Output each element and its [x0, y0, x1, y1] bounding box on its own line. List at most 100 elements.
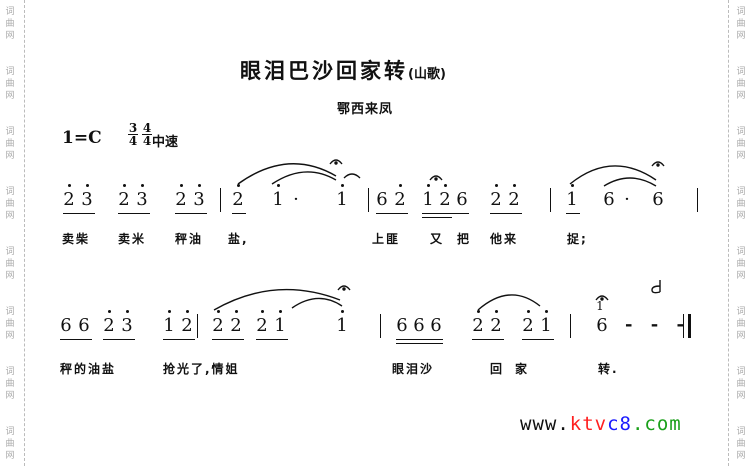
lyric: 抢光了,情姐 [163, 362, 240, 376]
right-watermark-strip: 词曲网词曲网词曲网词曲网词曲网词曲网词曲网词曲网 [728, 0, 750, 466]
side-watermark: 词曲网 [5, 67, 15, 101]
note: 1 [163, 310, 175, 336]
high-octave-dot [186, 310, 189, 313]
eighth-underline [472, 339, 504, 340]
note: 1 [274, 310, 286, 336]
note: 3 [81, 184, 93, 210]
eighth-underline [422, 213, 469, 214]
lyric: 把 [457, 232, 472, 246]
lyric: 眼泪沙 [392, 362, 435, 376]
wm-com: .com [631, 413, 682, 435]
note: 1 [336, 310, 348, 336]
key-signature: 1=C [62, 128, 102, 148]
barline [550, 188, 551, 212]
high-octave-dot [427, 184, 430, 187]
eighth-underline [522, 339, 554, 340]
barline [197, 314, 198, 338]
song-origin: 鄂西来凤 [337, 102, 394, 117]
song-title: 眼泪巴沙回家转(山歌) [240, 55, 446, 85]
high-octave-dot [141, 184, 144, 187]
title-genre: (山歌) [408, 67, 446, 82]
high-octave-dot [217, 310, 220, 313]
eighth-underline [232, 213, 246, 214]
high-octave-dot [444, 184, 447, 187]
slur [213, 288, 341, 311]
eighth-underline [256, 339, 288, 340]
note: · [293, 189, 299, 210]
breath-mark-icon [651, 280, 661, 294]
note: 6 [60, 315, 72, 336]
fermata-icon [429, 175, 443, 181]
eighth-underline [175, 213, 207, 214]
slur [569, 165, 657, 185]
barline [368, 188, 369, 212]
side-watermark: 词曲网 [736, 187, 746, 221]
wm-ktv: ktv [569, 413, 608, 435]
high-octave-dot [279, 310, 282, 313]
side-watermark: 词曲网 [5, 127, 15, 161]
barline [570, 314, 571, 338]
eighth-underline [103, 339, 135, 340]
high-octave-dot [168, 310, 171, 313]
eighth-underline [63, 213, 95, 214]
high-octave-dot [495, 184, 498, 187]
side-watermark: 词曲网 [736, 367, 746, 401]
ts-denominator: 4 [128, 134, 138, 148]
ts-numerator: 4 [142, 121, 152, 135]
high-octave-dot [527, 310, 530, 313]
note: · [624, 189, 630, 210]
note: 1 [272, 184, 284, 210]
note: 2 [118, 184, 130, 210]
wm-www: www. [520, 413, 570, 435]
side-watermark: 词曲网 [736, 67, 746, 101]
side-watermark: 词曲网 [5, 427, 15, 461]
side-watermark: 词曲网 [736, 307, 746, 341]
eighth-underline [490, 213, 522, 214]
note: 2 [230, 310, 242, 336]
lyric: 上匪 [372, 232, 401, 246]
sixteenth-underline [422, 217, 452, 218]
note: 2 [508, 184, 520, 210]
slur [477, 294, 541, 311]
high-octave-dot [123, 184, 126, 187]
note: 6 [430, 315, 442, 336]
high-octave-dot [571, 184, 574, 187]
side-watermark: 词曲网 [5, 247, 15, 281]
note: 2 [490, 184, 502, 210]
high-octave-dot [261, 310, 264, 313]
high-octave-dot [495, 310, 498, 313]
note: 2 [63, 184, 75, 210]
high-octave-dot [545, 310, 548, 313]
high-octave-dot [198, 184, 201, 187]
tie [343, 173, 361, 179]
grace-note: 1 [596, 299, 604, 313]
ts-numerator: 3 [128, 121, 138, 135]
note: 1 [540, 310, 552, 336]
note: 2 [232, 184, 244, 210]
lyric: 卖柴 [62, 232, 91, 246]
left-watermark-strip: 词曲网词曲网词曲网词曲网词曲网词曲网词曲网词曲网 [0, 0, 25, 466]
high-octave-dot [477, 310, 480, 313]
lyric: 秤油 [175, 232, 204, 246]
note: 3 [193, 184, 205, 210]
side-watermark: 词曲网 [5, 307, 15, 341]
lyric: 他来 [490, 232, 519, 246]
note: 2 [212, 310, 224, 336]
lyric: 秤的油盐 [60, 362, 117, 376]
lyric: 盐, [228, 232, 249, 246]
eighth-underline [60, 339, 92, 340]
side-watermark: 词曲网 [5, 7, 15, 41]
note: 2 [439, 184, 451, 210]
note: 3 [121, 310, 133, 336]
eighth-underline [376, 213, 408, 214]
side-watermark: 词曲网 [736, 427, 746, 461]
note: 1 [566, 184, 578, 210]
high-octave-dot [68, 184, 71, 187]
sustain-dashes: - - - [625, 314, 690, 335]
high-octave-dot [341, 310, 344, 313]
high-octave-dot [86, 184, 89, 187]
eighth-underline [566, 213, 580, 214]
